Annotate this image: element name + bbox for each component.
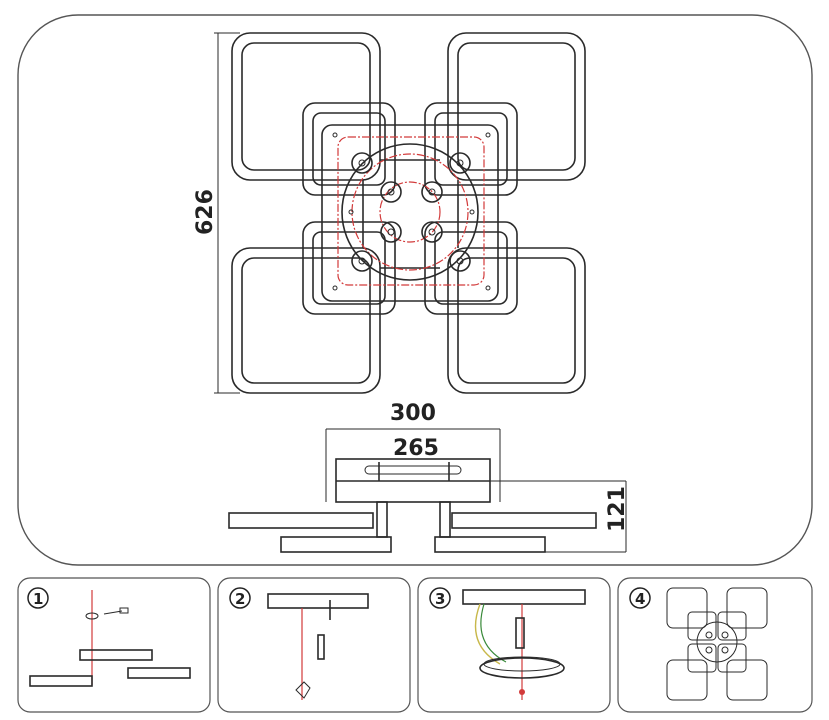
top-view: 626 <box>193 32 586 394</box>
dimension-300: 300 <box>390 401 436 426</box>
dimension-265: 265 <box>393 436 439 461</box>
dimension-121: 121 <box>605 486 630 532</box>
step-number: 4 <box>635 590 645 608</box>
side-view: 300 265 121 <box>228 401 630 553</box>
step-number: 2 <box>235 590 245 608</box>
step-panel-1: 1 <box>17 577 211 713</box>
dimension-626: 626 <box>193 189 218 235</box>
step-panel-3: 3 <box>417 577 611 713</box>
main-frame <box>17 14 813 566</box>
step-number: 3 <box>435 590 445 608</box>
mounting-holes <box>332 132 491 291</box>
step-number: 1 <box>33 590 43 608</box>
step-panel-4: 4 <box>617 577 813 713</box>
step-panel-2: 2 <box>217 577 411 713</box>
